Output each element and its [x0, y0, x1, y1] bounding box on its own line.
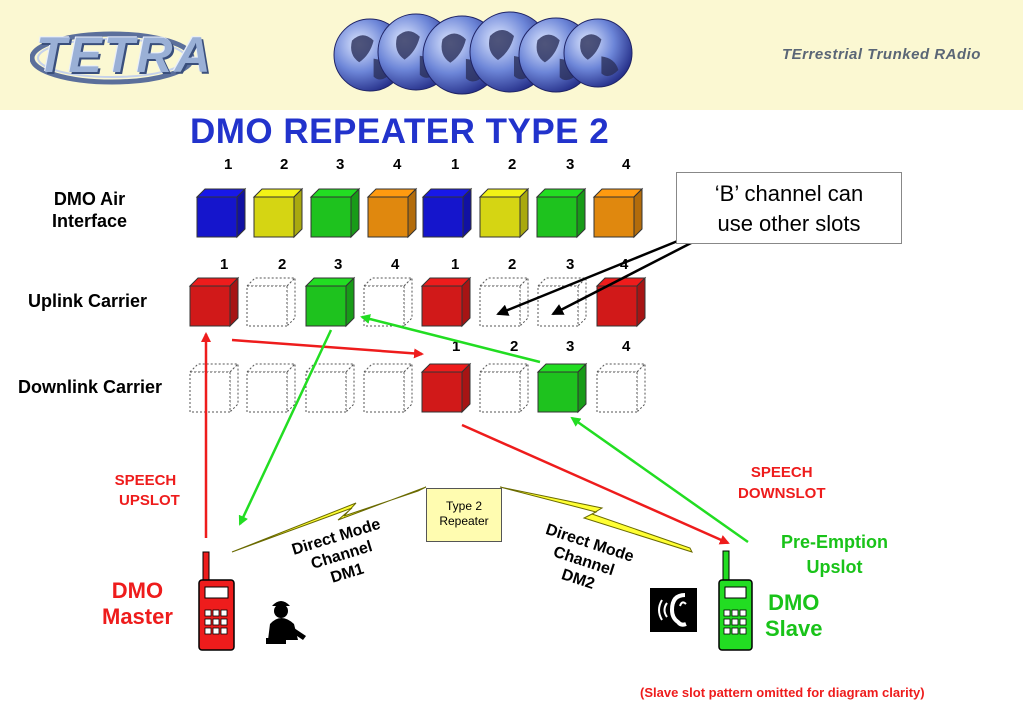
repeater-line1: Type 2	[445, 499, 483, 513]
air-slot-number: 4	[622, 156, 631, 173]
speech-downslot-line1: SPEECH	[750, 464, 813, 481]
air-slot-number: 1	[451, 156, 460, 173]
uplink-slot-cube	[420, 276, 472, 328]
slave-line2: Slave	[765, 616, 823, 641]
speech-upslot-label: SPEECH UPSLOT	[111, 471, 180, 511]
callout-pointer-1	[496, 234, 691, 316]
air-slot-number: 3	[336, 156, 345, 173]
air-slot-number: 1	[224, 156, 233, 173]
b-channel-callout: ‘B’ channel can use other slots	[676, 172, 902, 244]
speech-upslot-line2: UPSLOT	[119, 492, 180, 509]
air-slot-cube	[195, 187, 247, 239]
master-line1: DMO	[111, 578, 164, 603]
downlink-to-slave-arrow	[461, 423, 730, 545]
air-slot-number: 2	[280, 156, 289, 173]
type2-repeater-box: Type 2 Repeater	[426, 488, 502, 542]
air-slot-cube	[366, 187, 418, 239]
speech-upslot-line1: SPEECH	[114, 472, 177, 489]
uplink-slot-number: 3	[566, 256, 575, 273]
uplink-slot-cube	[188, 276, 240, 328]
preemption-line1: Pre-Emption	[781, 532, 889, 552]
downlink-slot-cube	[420, 362, 472, 414]
air-slot-cube	[309, 187, 361, 239]
callout-pointer-2	[551, 240, 694, 316]
air-interface-label-line2: Interface	[52, 211, 128, 231]
uplink-slot-cube	[245, 276, 297, 328]
master-line2: Master	[102, 604, 173, 629]
downlink-slot-number: 1	[452, 338, 461, 355]
page-title: DMO REPEATER TYPE 2	[190, 112, 610, 151]
speech-downslot-label: SPEECH DOWNSLOT	[738, 462, 826, 504]
uplink-slot-number: 2	[278, 256, 287, 273]
speech-downslot-line2: DOWNSLOT	[738, 485, 826, 502]
dmo-slave-label: DMO Slave	[765, 590, 823, 642]
downlink-slot-cube	[536, 362, 588, 414]
air-interface-label-line1: DMO Air	[53, 189, 126, 209]
logo-text: TETRA	[36, 27, 213, 83]
lightning-bolt-icon	[231, 486, 427, 553]
air-interface-label: DMO Air Interface	[52, 188, 127, 232]
preemption-upslot-label: Pre-Emption Upslot	[781, 530, 888, 580]
uplink-slot-number: 4	[620, 256, 629, 273]
air-slot-number: 2	[508, 156, 517, 173]
preemption-line2: Upslot	[806, 557, 863, 577]
globe-icon	[333, 11, 633, 95]
walkie-talkie-icon	[198, 551, 235, 651]
lightning-bolt-icon	[499, 486, 693, 553]
header-banner: TETRA TErrestrial Trunked RAdio	[0, 0, 1023, 110]
callout-line1: ‘B’ channel can	[714, 181, 864, 206]
downlink-green-to-uplink-arrow	[360, 314, 541, 364]
air-slot-cube	[252, 187, 304, 239]
uplink-slot-number: 2	[508, 256, 517, 273]
callout-line2: use other slots	[717, 211, 861, 236]
globe-icon	[563, 18, 633, 88]
air-slot-cube	[592, 187, 644, 239]
tagline: TErrestrial Trunked RAdio	[782, 46, 981, 63]
uplink-slot-number: 1	[220, 256, 229, 273]
downlink-slot-cube	[304, 362, 356, 414]
uplink-carrier-label: Uplink Carrier	[28, 291, 148, 311]
downlink-slot-number: 4	[622, 338, 631, 355]
uplink-to-downlink-arrow	[231, 338, 424, 359]
air-slot-number: 3	[566, 156, 575, 173]
footnote: (Slave slot pattern omitted for diagram …	[640, 685, 925, 700]
uplink-slot-number: 1	[451, 256, 460, 273]
air-slot-number: 4	[393, 156, 402, 173]
downlink-slot-number: 3	[566, 338, 575, 355]
air-slot-cube	[421, 187, 473, 239]
dmo-master-label: DMO Master	[102, 578, 173, 630]
repeater-line2: Repeater	[439, 514, 489, 528]
slave-line1: DMO	[768, 590, 820, 615]
uplink-slot-cube	[304, 276, 356, 328]
air-slot-cube	[535, 187, 587, 239]
downlink-slot-cube	[478, 362, 530, 414]
downlink-slot-cube	[188, 362, 240, 414]
uplink-slot-number: 3	[334, 256, 343, 273]
walkie-talkie-icon	[718, 550, 753, 651]
tetra-logo	[30, 22, 200, 94]
uplink-green-to-master-arrow	[238, 329, 333, 526]
logo-ring-icon	[30, 31, 195, 85]
uplink-slot-number: 4	[391, 256, 400, 273]
downlink-slot-number: 2	[510, 338, 519, 355]
slave-to-downlink-arrow	[570, 416, 749, 544]
downlink-slot-cube	[245, 362, 297, 414]
downlink-carrier-label: Downlink Carrier	[18, 377, 163, 397]
uplink-slot-cube	[478, 276, 530, 328]
air-slot-cube	[478, 187, 530, 239]
downlink-slot-cube	[595, 362, 647, 414]
person-speaking-icon	[266, 601, 306, 644]
ear-listening-icon	[650, 588, 697, 632]
downlink-slot-cube	[362, 362, 414, 414]
uplink-slot-cube	[595, 276, 647, 328]
